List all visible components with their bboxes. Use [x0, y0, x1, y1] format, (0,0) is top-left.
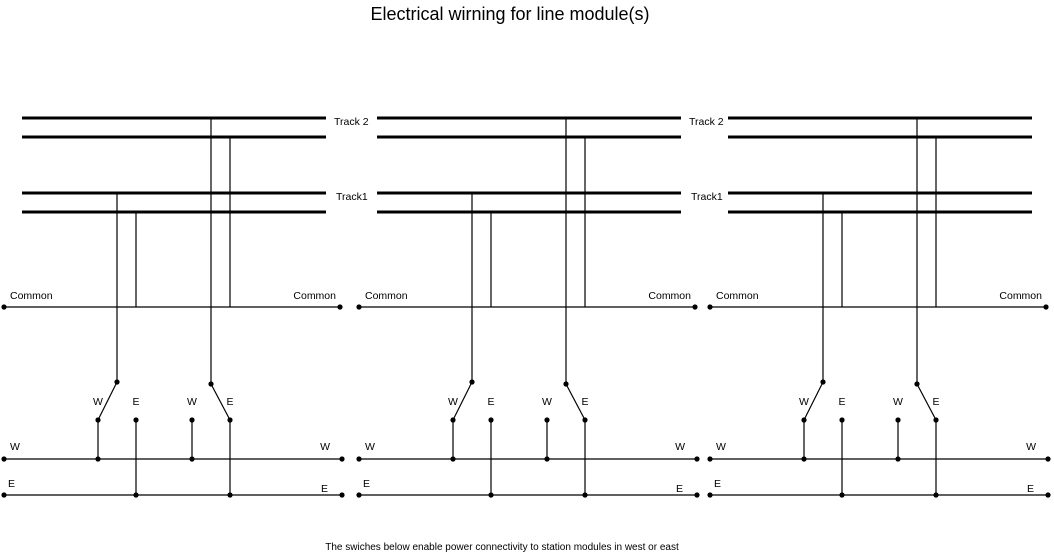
switch1-e-label: E [838, 396, 845, 408]
switch1-w-label: W [93, 396, 103, 408]
switch2-e-label: E [581, 396, 588, 408]
east-label-left: E [363, 478, 370, 490]
east-bus-junction-1 [133, 492, 139, 498]
switch2-e-label: E [932, 396, 939, 408]
common-label-right: Common [648, 290, 691, 302]
east-bus-junction-1 [839, 492, 845, 498]
common-label-left: Common [10, 290, 53, 302]
west-bus-junction-2 [189, 456, 195, 462]
east-terminal-right [694, 492, 700, 498]
west-label-left: W [10, 441, 20, 453]
east-label-left: E [8, 478, 15, 490]
west-bus-junction-1 [450, 456, 456, 462]
common-label-left: Common [716, 290, 759, 302]
west-label-left: W [365, 441, 375, 453]
common-terminal-right [1043, 304, 1049, 310]
west-terminal-left [707, 456, 713, 462]
common-terminal-left [707, 304, 713, 310]
diagram-title: Electrical wirning for line module(s) [370, 4, 649, 24]
east-label-right: E [321, 483, 328, 495]
west-terminal-right [694, 456, 700, 462]
west-label-right: W [675, 441, 685, 453]
west-label-left: W [716, 441, 726, 453]
track2-label: Track 2 [689, 116, 724, 128]
east-bus-junction-2 [582, 492, 588, 498]
switch1-lever [452, 381, 473, 421]
switch2-w-label: W [542, 396, 552, 408]
common-label-right: Common [999, 290, 1042, 302]
switch2-lever [565, 383, 586, 421]
switch1-w-label: W [448, 396, 458, 408]
switch2-e-label: E [226, 396, 233, 408]
west-terminal-right [339, 456, 345, 462]
west-bus-junction-2 [544, 456, 550, 462]
east-terminal-left [356, 492, 362, 498]
east-terminal-left [1, 492, 7, 498]
west-terminal-right [1045, 456, 1051, 462]
east-label-right: E [676, 483, 683, 495]
east-label-right: E [1027, 483, 1034, 495]
switch2-w-label: W [893, 396, 903, 408]
west-bus-junction-1 [801, 456, 807, 462]
switch1-e-label: E [487, 396, 494, 408]
west-terminal-left [356, 456, 362, 462]
east-bus-junction-2 [933, 492, 939, 498]
east-terminal-right [1045, 492, 1051, 498]
switch1-lever [803, 381, 824, 421]
track1-label: Track1 [336, 191, 368, 203]
east-terminal-right [339, 492, 345, 498]
diagram-caption: The swiches below enable power connectiv… [325, 542, 679, 553]
switch2-lever [210, 383, 231, 421]
west-bus-junction-2 [895, 456, 901, 462]
track1-label: Track1 [691, 191, 723, 203]
west-bus-junction-1 [95, 456, 101, 462]
east-label-left: E [714, 478, 721, 490]
west-label-right: W [320, 441, 330, 453]
switch1-w-label: W [799, 396, 809, 408]
east-bus-junction-1 [488, 492, 494, 498]
east-bus-junction-2 [227, 492, 233, 498]
common-terminal-right [692, 304, 698, 310]
switch1-e-label: E [132, 396, 139, 408]
common-terminal-left [356, 304, 362, 310]
switch2-lever [916, 383, 937, 421]
track2-label: Track 2 [334, 116, 369, 128]
common-terminal-left [1, 304, 7, 310]
west-terminal-left [1, 456, 7, 462]
common-terminal-right [337, 304, 343, 310]
switch1-lever [97, 381, 118, 421]
common-label-left: Common [365, 290, 408, 302]
west-label-right: W [1026, 441, 1036, 453]
switch2-w-label: W [187, 396, 197, 408]
east-terminal-left [707, 492, 713, 498]
common-label-right: Common [293, 290, 336, 302]
